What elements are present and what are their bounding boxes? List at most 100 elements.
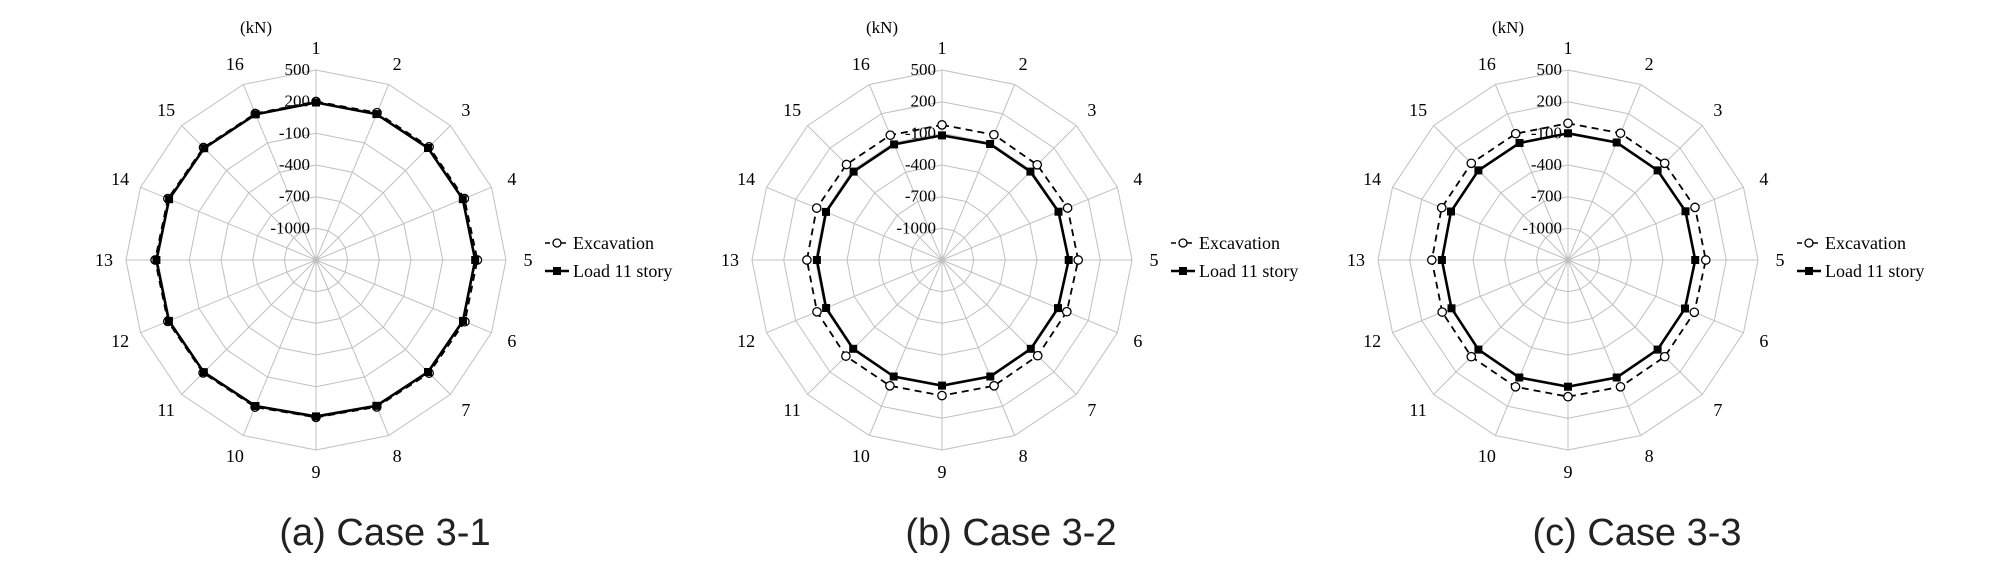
series-line: [1430, 122, 1707, 398]
legend-marker: [553, 267, 561, 275]
ring-label: -700: [279, 187, 310, 206]
data-point: [1061, 306, 1072, 317]
data-point: [424, 368, 432, 376]
data-point: [849, 344, 858, 353]
data-point: [1054, 304, 1062, 313]
data-point: [1700, 255, 1711, 265]
data-point: [986, 140, 995, 148]
axis-label: 2: [393, 54, 402, 74]
axis-label: 16: [852, 54, 870, 74]
data-point: [1564, 129, 1572, 138]
grid-spoke: [807, 259, 943, 395]
data-point: [1437, 256, 1446, 264]
data-point: [1515, 139, 1524, 147]
axis-label: 2: [1019, 54, 1028, 74]
unit-label: (kN): [866, 18, 898, 37]
data-point: [989, 380, 999, 391]
data-point: [471, 256, 480, 264]
data-point: [1515, 373, 1524, 382]
grid-spoke: [941, 259, 1016, 436]
data-point: [1032, 159, 1043, 170]
grid-spoke: [1567, 186, 1744, 261]
axis-label: 1: [1564, 38, 1573, 58]
axis-label: 10: [226, 446, 244, 466]
grid-spoke: [1433, 125, 1569, 261]
data-point: [1615, 128, 1626, 139]
axis-label: 16: [1478, 54, 1496, 74]
grid-spoke: [868, 259, 943, 436]
data-point: [1436, 202, 1447, 213]
data-point: [424, 144, 432, 152]
axis-label: 12: [1363, 331, 1381, 351]
data-point: [1659, 158, 1670, 169]
data-point: [459, 316, 467, 325]
ring-label: -400: [279, 155, 310, 174]
grid-spoke: [941, 259, 1077, 395]
data-point: [938, 381, 946, 390]
ring-label: -700: [1531, 187, 1562, 206]
ring-label: -1000: [1522, 218, 1562, 237]
axis-label: 9: [938, 462, 947, 482]
data-point: [165, 195, 174, 204]
axis-label: 3: [1713, 100, 1722, 120]
axis-label: 11: [157, 400, 174, 420]
data-point: [251, 402, 260, 410]
grid-spoke: [941, 125, 1077, 261]
data-point: [372, 110, 381, 119]
data-point: [811, 203, 822, 213]
axis-label: 6: [1759, 331, 1768, 351]
axis-label: 10: [852, 446, 870, 466]
axis-label: 14: [737, 169, 755, 189]
data-point: [164, 316, 173, 325]
grid-spoke: [807, 125, 943, 261]
data-point: [1681, 304, 1689, 313]
unit-label: (kN): [240, 18, 272, 37]
data-point: [1615, 381, 1626, 392]
data-point: [372, 401, 381, 410]
data-point: [1064, 256, 1073, 264]
legend-label: Load 11 story: [573, 261, 672, 281]
grid-spoke: [766, 186, 943, 261]
data-point: [841, 351, 851, 361]
data-point: [1474, 166, 1483, 175]
unit-label: (kN): [1492, 18, 1524, 37]
data-point: [1437, 307, 1448, 317]
axis-label: 7: [461, 400, 470, 420]
data-point: [812, 306, 822, 317]
grid-spoke: [941, 84, 1016, 261]
axis-label: 16: [226, 54, 244, 74]
legend-marker: [1804, 238, 1814, 248]
data-point: [1447, 207, 1455, 216]
data-point: [1564, 382, 1572, 391]
axis-label: 7: [1087, 400, 1096, 420]
axis-label: 13: [95, 250, 113, 270]
legend-marker: [1179, 267, 1187, 275]
axis-label: 13: [1347, 250, 1365, 270]
grid-spoke: [1567, 259, 1703, 395]
data-point: [1466, 158, 1477, 169]
data-point: [937, 390, 947, 401]
data-point: [1032, 350, 1043, 361]
axis-label: 15: [157, 100, 175, 120]
axis-label: 3: [461, 100, 470, 120]
grid-spoke: [1567, 259, 1744, 334]
data-point: [885, 130, 896, 141]
axis-label: 4: [1133, 169, 1142, 189]
grid-spoke: [1567, 259, 1642, 436]
data-point: [1612, 138, 1621, 147]
ring-label: 500: [911, 60, 937, 79]
legend-label: Excavation: [1199, 233, 1280, 253]
data-point: [1689, 307, 1700, 318]
data-point: [1474, 345, 1483, 354]
axis-label: 4: [1759, 169, 1768, 189]
axis-label: 4: [507, 169, 516, 189]
axis-label: 6: [507, 331, 516, 351]
grid-spoke: [1392, 186, 1569, 261]
axis-label: 13: [721, 250, 739, 270]
data-point: [937, 120, 947, 130]
axis-label: 5: [1150, 250, 1159, 270]
data-point: [986, 372, 995, 381]
data-point: [1426, 255, 1437, 265]
legend-marker: [1178, 238, 1188, 248]
